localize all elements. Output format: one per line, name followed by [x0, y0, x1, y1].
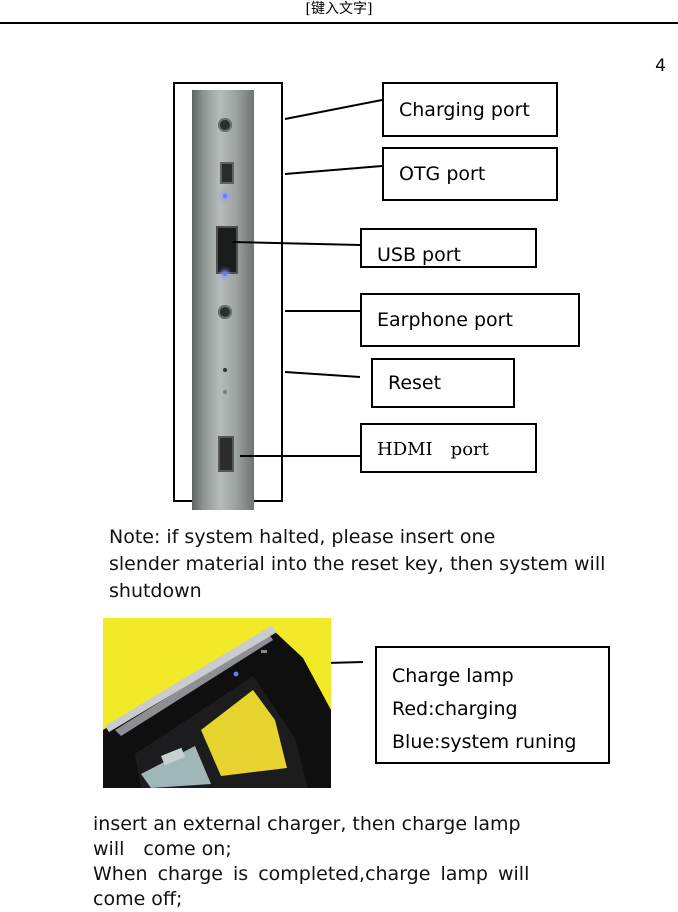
header-text: [键入文字] [305, 1, 373, 17]
note-line-1: Note: if system halted, please insert on… [109, 526, 496, 548]
usb-port-socket [216, 226, 238, 274]
otg-port-label: OTG port [382, 147, 558, 201]
earphone-port-label: Earphone port [360, 293, 580, 347]
note-line-2: slender material into the reset key, the… [109, 553, 606, 575]
hdmi-port-label: HDMI port [360, 423, 537, 473]
charging-line-1: insert an external charger, then charge … [93, 813, 521, 835]
otg-leader-line [284, 165, 383, 175]
otg-port-socket [220, 162, 234, 184]
charging-port-label: Charging port [382, 82, 558, 137]
reset-marking [223, 390, 227, 394]
reset-pinhole [223, 368, 227, 372]
usb-port-label: USB port [360, 228, 537, 268]
earphone-port-jack [218, 305, 232, 319]
reset-note: Note: if system halted, please insert on… [109, 524, 639, 605]
charge-lamp-title: Charge lamp [392, 665, 514, 687]
page-number: 4 [655, 56, 666, 76]
reset-leader-line [284, 371, 361, 378]
charging-line-4: come off; [93, 888, 183, 910]
hdmi-port-socket [218, 436, 234, 472]
tablet-illustration [103, 626, 331, 788]
charging-line-3: When charge is completed,charge lamp wil… [93, 863, 530, 885]
header-divider [0, 22, 678, 24]
charge-lamp-red: Red:charging [392, 698, 518, 720]
device-side-photo [192, 90, 254, 510]
tablet-photo [103, 618, 331, 788]
charging-instructions: insert an external charger, then charge … [93, 812, 543, 912]
charging-port-jack [218, 118, 232, 132]
usb-leader-line [232, 241, 361, 246]
charging-leader-line [284, 99, 383, 120]
note-line-3: shutdown [109, 580, 202, 602]
charge-lamp-blue: Blue:system runing [392, 731, 577, 753]
otg-led [223, 194, 227, 198]
charge-lamp-label: Charge lamp Red:charging Blue:system run… [375, 646, 610, 764]
reset-label: Reset [371, 358, 515, 408]
charging-line-2: will come on; [93, 838, 232, 860]
usb-led [223, 272, 227, 276]
